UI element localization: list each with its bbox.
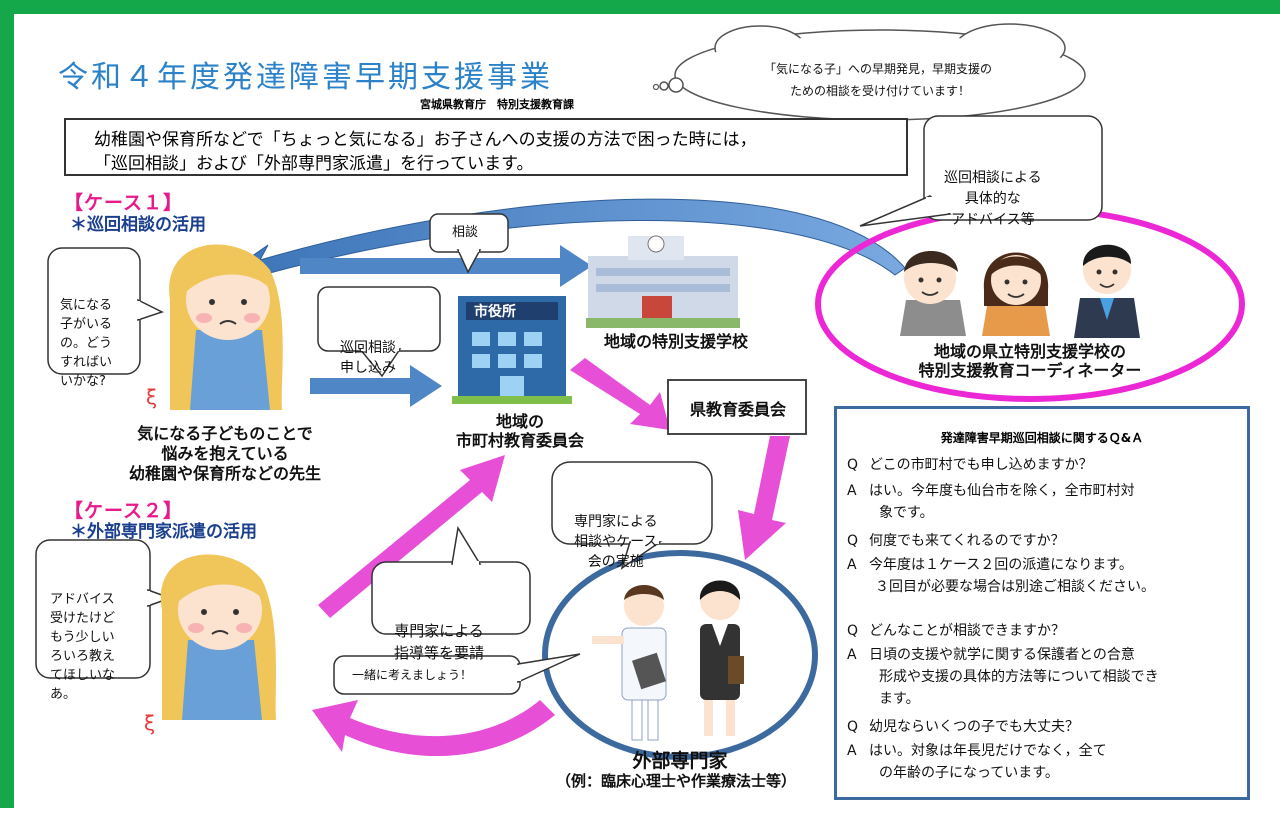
advice-bubble-text: 巡回相談による具体的なアドバイス等 <box>944 170 1042 228</box>
qa-answer-3-cont: 形成や支援の具体的方法等について相談でき <box>879 669 1159 685</box>
arrow-to-municipal-board <box>310 365 442 407</box>
main-title: 令和４年度発達障害早期支援事業 <box>58 60 553 95</box>
municipal-board-label: 地域の市町村教育委員会 <box>455 412 584 450</box>
intro-line2: 「巡回相談」および「外部専門家派遣」を行っています。 <box>94 154 534 174</box>
svg-text:ξ: ξ <box>144 711 155 735</box>
case1-heading: 【ケース１】 <box>64 192 184 214</box>
coordinator-man-icon <box>1074 244 1140 338</box>
city-office-sign: 市役所 <box>474 304 516 320</box>
bubble-think-together <box>333 653 581 695</box>
pref-board-label: 県教育委員会 <box>689 400 786 419</box>
school-building-icon <box>586 235 740 328</box>
svg-text:ξ: ξ <box>146 385 157 409</box>
bubble-apply <box>317 286 441 378</box>
green-border-left <box>0 0 14 808</box>
bubble-request <box>371 525 531 635</box>
qa-answer-3-cont2: ます。 <box>879 691 920 707</box>
expert-title: 外部専門家 <box>632 750 728 772</box>
bubble-teacher2 <box>35 539 173 679</box>
bubble-advice <box>859 115 1103 227</box>
qa-answer-1-cont: 象です。 <box>879 505 934 521</box>
bubble-teacher1 <box>47 247 164 375</box>
organization-label: 宮城県教育庁 特別支援教育課 <box>420 98 574 111</box>
apply-label: 巡回相談申し込み <box>340 340 396 376</box>
teacher1-bubble-text: 気になる子がいるの。どうすればいいかな? <box>60 298 113 389</box>
qa-answer-2-cont: ３回目が必要な場合は別途ご相談ください。 <box>875 579 1155 595</box>
expert-example: （例：臨床心理士や作業療法士等） <box>555 772 796 790</box>
expert-woman-icon <box>699 580 744 736</box>
arrow-to-school <box>300 245 592 287</box>
arrow-pref-to-expert <box>738 436 790 560</box>
teacher-worried-icon: ξ <box>146 244 283 410</box>
arrow-expert-to-teacher2 <box>312 700 555 757</box>
green-border-top <box>0 0 1280 14</box>
thought-cloud <box>652 23 1086 121</box>
cloud-text-line1: 「気になる子」への早期発見，早期支援の <box>764 62 993 76</box>
case2-heading: 【ケース２】 <box>64 500 184 522</box>
expert-doctor-icon <box>592 585 667 741</box>
city-office-icon <box>452 296 572 404</box>
intro-box: 幼稚園や保育所などで「ちょっと気になる」お子さんへの支援の方法で困った時には， … <box>64 118 908 176</box>
local-school-label: 地域の特別支援学校 <box>604 332 749 351</box>
arrow-up-to-municipal <box>318 455 505 618</box>
expert-consult-bubble-text: 専門家による相談やケース会の実施 <box>574 514 658 570</box>
qa-title: 発達障害早期巡回相談に関するＱ&Ａ <box>940 431 1144 445</box>
coordinator-woman2-icon <box>982 252 1050 336</box>
case1-subheading: ＊巡回相談の活用 <box>70 215 206 235</box>
expert-circle <box>542 550 818 760</box>
pref-board-box <box>667 379 807 435</box>
bubble-expert-consult <box>551 461 713 570</box>
intro-line1: 幼稚園や保育所などで「ちょっと気になる」お子さんへの支援の方法で困った時には， <box>94 130 757 150</box>
bubble-consult <box>429 213 509 274</box>
expert-request-text: 専門家による指導等を要請 <box>394 622 485 662</box>
qa-answer-4-cont: の年齢の子になっています。 <box>879 765 1059 781</box>
coordinator-label: 地域の県立特別支援学校の特別支援教育コーディネーター <box>918 342 1142 380</box>
consult-label: 相談 <box>452 225 479 240</box>
teacher2-bubble-text: アドバイス受けたけどもう少しいろいろ教えてほしいなあ。 <box>50 592 116 702</box>
teacher1-caption: 気になる子どものことで悩みを抱えている幼稚園や保育所などの先生 <box>128 424 321 483</box>
case2-subheading: ＊外部専門家派遣の活用 <box>70 522 257 542</box>
teacher-thinking-icon: ξ <box>144 554 276 735</box>
think-together-text: 一緒に考えましょう！ <box>352 668 473 682</box>
coordinator-woman-icon <box>900 251 966 336</box>
arrow-to-pref-board <box>570 358 670 430</box>
cloud-text-line2: ための相談を受け付けています！ <box>790 84 971 98</box>
